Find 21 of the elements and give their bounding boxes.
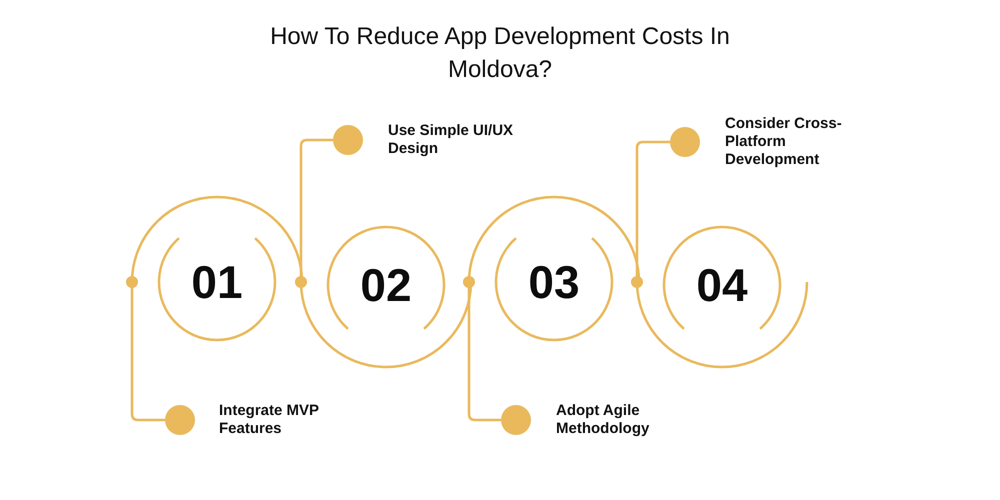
leader-line — [631, 140, 670, 288]
step-label: Use Simple UI/UX Design — [388, 122, 514, 158]
bullet-circle — [165, 405, 195, 435]
step-label: Integrate MVP Features — [219, 402, 320, 438]
step-ring — [130, 195, 304, 342]
leader-line — [463, 276, 501, 422]
leader-line — [295, 138, 333, 288]
step-ring — [299, 225, 473, 369]
leader-line — [126, 276, 165, 422]
step-number: 02 — [360, 262, 412, 308]
step-label: Adopt Agile Methodology — [556, 402, 650, 438]
bullet-circle — [670, 127, 700, 157]
bullet-circle — [501, 405, 531, 435]
bullet-circle — [333, 125, 363, 155]
step-number: 04 — [696, 262, 748, 308]
step-number: 03 — [528, 259, 580, 305]
step-label: Consider Cross-Platform Development — [725, 115, 843, 169]
step-number: 01 — [191, 259, 243, 305]
step-ring — [635, 225, 809, 369]
diagram-title: How To Reduce App Development Costs In Moldova? — [269, 22, 731, 85]
step-ring — [467, 195, 641, 342]
